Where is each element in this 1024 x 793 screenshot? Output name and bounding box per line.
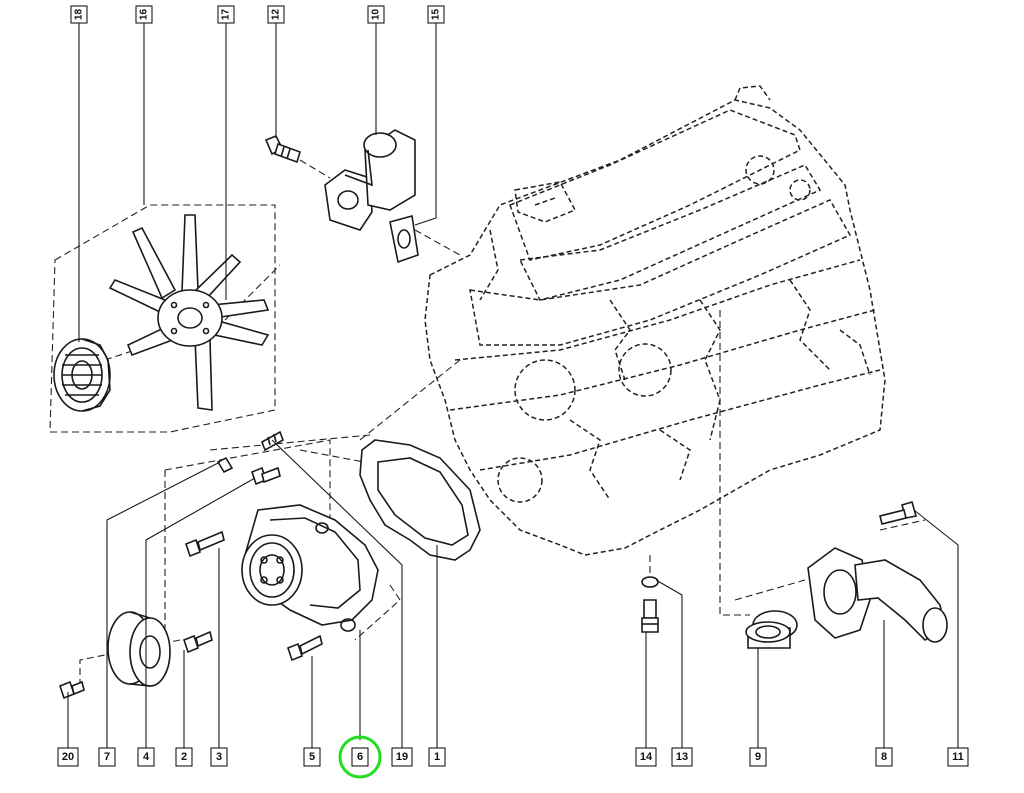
svg-text:8: 8	[881, 751, 887, 763]
water-outlet-housing	[324, 129, 416, 231]
callout-1: 1	[428, 747, 446, 767]
callout-17: 17	[217, 5, 235, 24]
callout-10: 10	[367, 5, 385, 24]
svg-text:15: 15	[431, 9, 442, 21]
bolt-12	[264, 134, 301, 164]
svg-text:14: 14	[640, 751, 653, 763]
pump-fasteners	[59, 430, 323, 700]
svg-text:7: 7	[104, 751, 110, 763]
svg-text:11: 11	[952, 751, 964, 763]
callout-4: 4	[137, 747, 155, 767]
svg-text:12: 12	[271, 9, 282, 21]
svg-text:17: 17	[221, 9, 232, 21]
callout-18: 18	[70, 5, 88, 24]
bolt-11	[879, 501, 918, 525]
callout-11: 11	[947, 747, 969, 767]
thermostat-housing	[807, 547, 948, 643]
callout-2: 2	[175, 747, 193, 767]
callout-20: 20	[57, 747, 79, 767]
callout-14: 14	[635, 747, 657, 767]
callout-5: 5	[303, 747, 321, 767]
callout-19: 19	[391, 747, 413, 767]
svg-text:3: 3	[216, 751, 222, 763]
svg-text:9: 9	[755, 751, 761, 763]
thermostat	[745, 610, 798, 649]
outlet-gasket	[389, 214, 419, 264]
pump-pulley	[107, 611, 171, 687]
callout-12: 12	[267, 5, 285, 24]
assembly-lines	[49, 159, 926, 690]
callout-6: 6	[351, 747, 369, 767]
water-pump-gasket	[359, 439, 481, 561]
svg-text:18: 18	[74, 9, 85, 21]
cooling-fan	[108, 214, 270, 411]
leader-lines	[67, 23, 959, 748]
svg-text:13: 13	[676, 751, 688, 763]
svg-text:6: 6	[357, 751, 363, 763]
water-pump	[241, 504, 379, 632]
highlight-circle	[338, 735, 382, 779]
callout-7: 7	[98, 747, 116, 767]
svg-text:1: 1	[434, 751, 440, 763]
callout-15: 15	[427, 5, 445, 24]
callout-3: 3	[210, 747, 228, 767]
temperature-sender	[641, 576, 659, 633]
svg-text:5: 5	[309, 751, 315, 763]
callout-13: 13	[671, 747, 693, 767]
fan-clutch	[53, 338, 111, 412]
svg-text:2: 2	[181, 751, 187, 763]
svg-text:10: 10	[371, 9, 382, 21]
svg-text:4: 4	[143, 751, 150, 763]
callout-16: 16	[135, 5, 153, 24]
callout-9: 9	[749, 747, 767, 767]
svg-text:20: 20	[62, 751, 74, 763]
svg-text:16: 16	[139, 9, 150, 21]
svg-text:19: 19	[396, 751, 408, 763]
engine-block	[424, 85, 886, 556]
callout-8: 8	[875, 747, 893, 767]
